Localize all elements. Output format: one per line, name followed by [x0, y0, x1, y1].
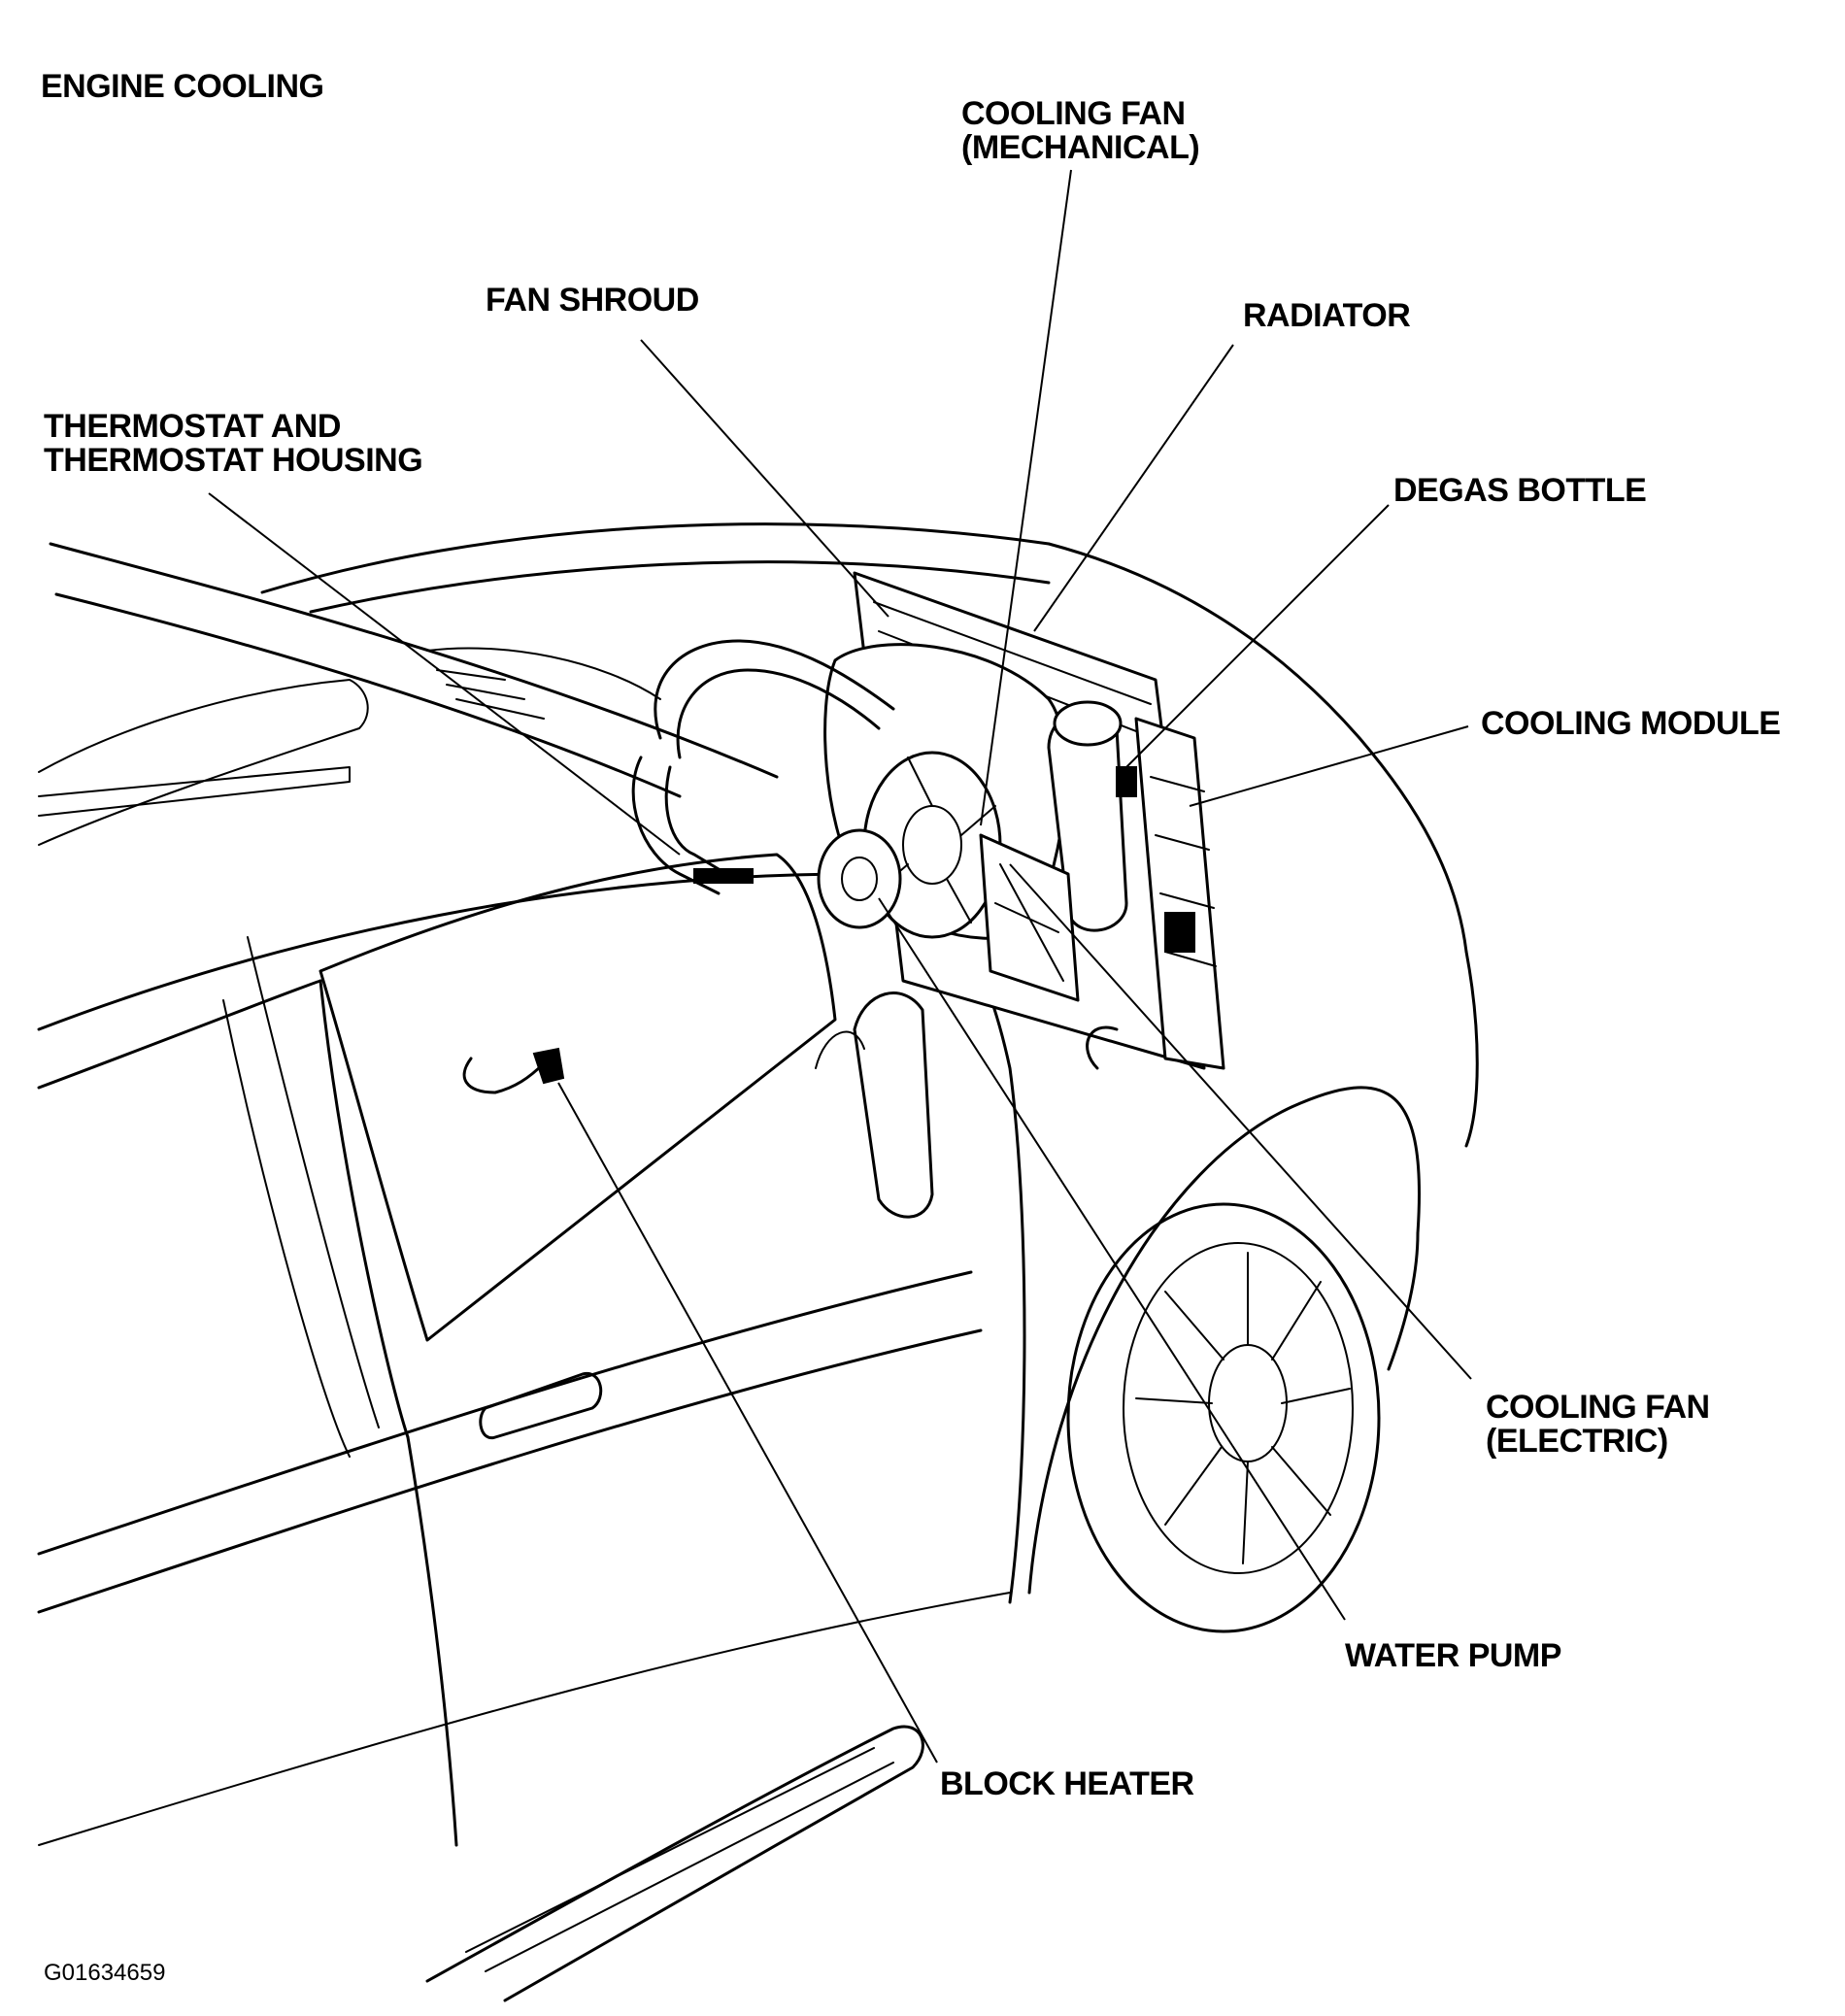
leader-radiator [1033, 344, 1234, 632]
diagram-title: ENGINE COOLING [41, 68, 324, 105]
leader-thermostat [208, 492, 681, 856]
label-cooling-fan-electric: COOLING FAN (ELECTRIC) [1486, 1391, 1710, 1459]
label-line: THERMOSTAT HOUSING [44, 442, 423, 479]
block-heater-part [462, 1047, 565, 1094]
leader-cooling-fan-mechanical [980, 169, 1072, 826]
cooling-assembly [631, 571, 1225, 1070]
label-block-heater: BLOCK HEATER [940, 1765, 1194, 1802]
label-water-pump: WATER PUMP [1345, 1637, 1561, 1674]
label-line: COOLING FAN [961, 95, 1186, 132]
label-cooling-fan-mechanical: COOLING FAN (MECHANICAL) [961, 95, 1200, 166]
leader-cooling-fan-electric [1009, 863, 1472, 1380]
leader-cooling-module [1189, 725, 1469, 807]
leader-block-heater [557, 1082, 938, 1764]
label-line: THERMOSTAT AND [44, 408, 341, 445]
label-fan-shroud: FAN SHROUD [486, 282, 699, 319]
label-thermostat: THERMOSTAT AND THERMOSTAT HOUSING [44, 408, 423, 479]
label-radiator: RADIATOR [1243, 297, 1411, 334]
leader-water-pump [878, 897, 1346, 1621]
label-degas-bottle: DEGAS BOTTLE [1393, 472, 1647, 509]
label-line: COOLING FAN [1486, 1389, 1710, 1426]
leader-fan-shroud [640, 339, 889, 618]
label-line: (MECHANICAL) [961, 129, 1200, 166]
vehicle-body [37, 522, 1479, 2002]
label-cooling-module: COOLING MODULE [1481, 705, 1781, 742]
leader-degas-bottle [1125, 504, 1390, 768]
figure-id: G01634659 [44, 1960, 166, 1986]
leader-lines [208, 169, 1472, 1764]
label-line: (ELECTRIC) [1486, 1423, 1668, 1460]
